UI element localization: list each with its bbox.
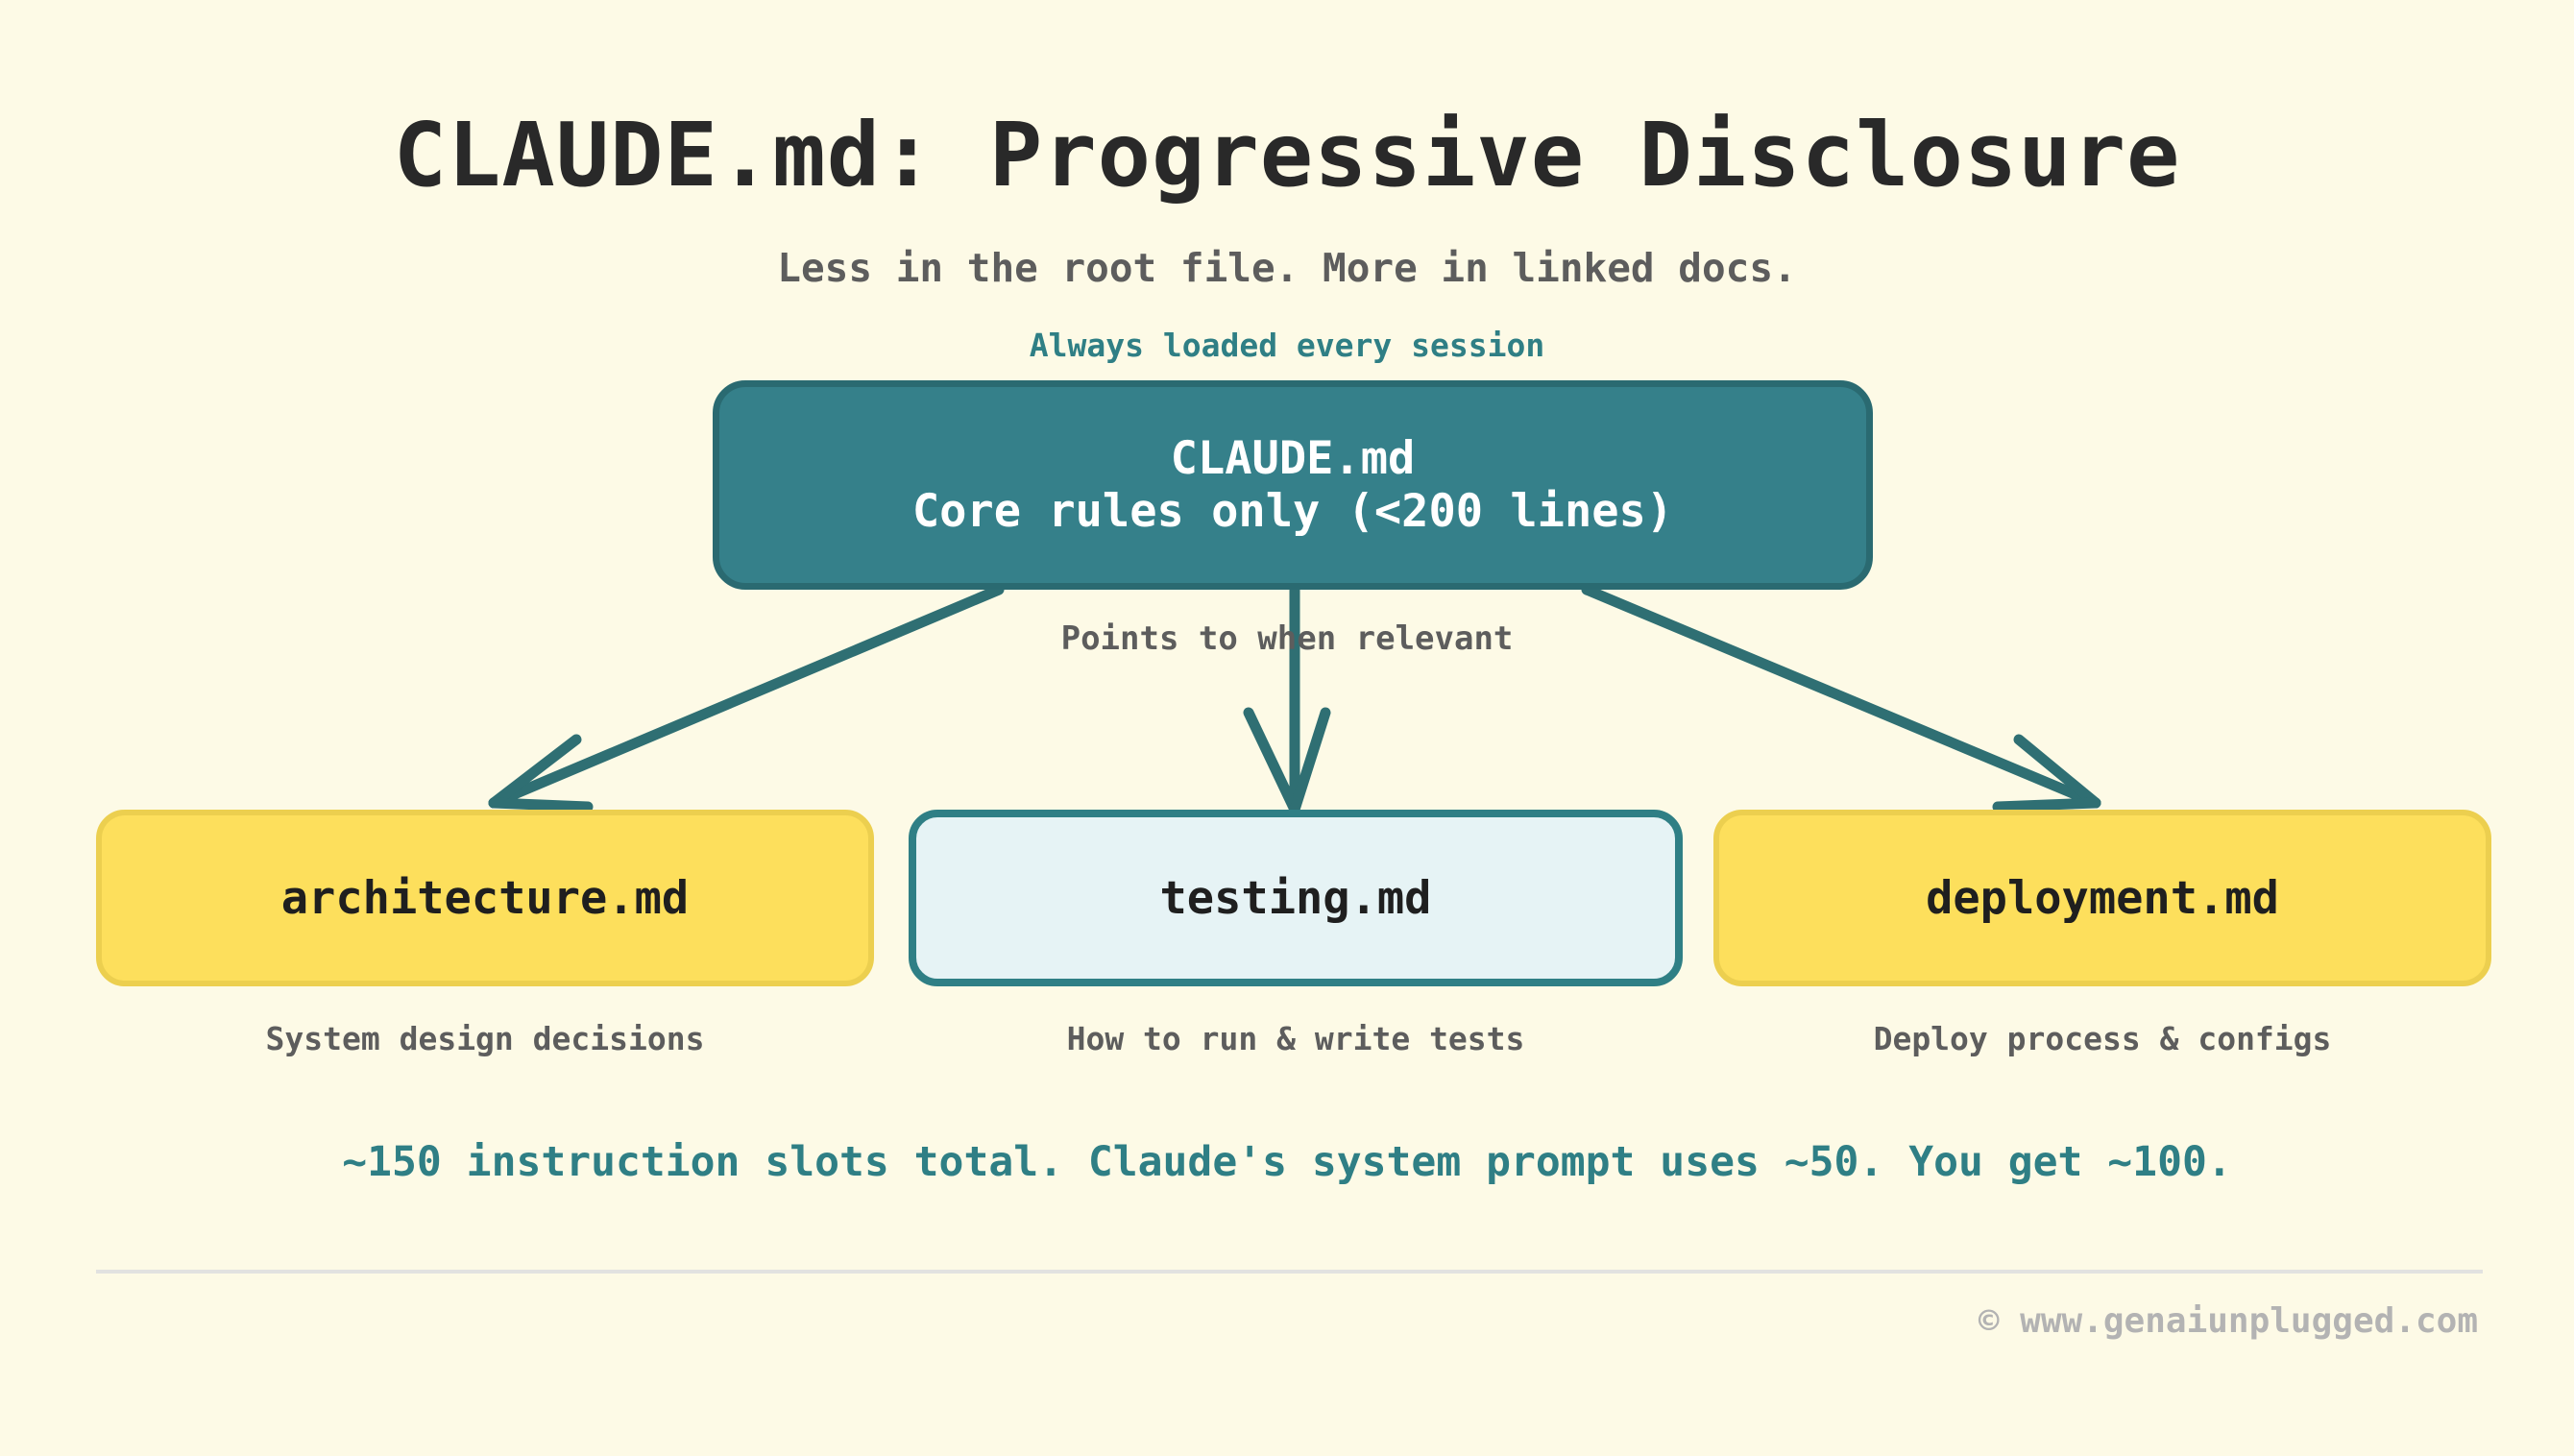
node-deployment-md[interactable]: deployment.md bbox=[1713, 810, 2491, 986]
page-title: CLAUDE.md: Progressive Disclosure bbox=[393, 104, 2181, 206]
node-deployment-md-label: deployment.md bbox=[1926, 871, 2279, 925]
node-claude-md-title: CLAUDE.md bbox=[1170, 431, 1416, 485]
footer-credit: © www.genaiunplugged.com bbox=[1978, 1301, 2478, 1341]
node-claude-md-detail: Core rules only (<200 lines) bbox=[911, 485, 1674, 538]
edge-label-points-to: Points to when relevant bbox=[1060, 619, 1514, 658]
node-architecture-md-label: architecture.md bbox=[280, 871, 690, 925]
caption-architecture-md: System design decisions bbox=[265, 1020, 705, 1057]
node-claude-md[interactable]: CLAUDE.md Core rules only (<200 lines) bbox=[713, 380, 1873, 590]
root-node-caption: Always loaded every session bbox=[1029, 327, 1545, 364]
footer-divider bbox=[96, 1270, 2483, 1274]
footnote-text: ~150 instruction slots total. Claude's s… bbox=[342, 1138, 2232, 1186]
caption-deployment-md: Deploy process & configs bbox=[1873, 1020, 2332, 1057]
node-architecture-md[interactable]: architecture.md bbox=[96, 810, 874, 986]
node-testing-md[interactable]: testing.md bbox=[909, 810, 1683, 986]
node-testing-md-label: testing.md bbox=[1159, 871, 1432, 925]
caption-testing-md: How to run & write tests bbox=[1066, 1020, 1525, 1057]
page-subtitle: Less in the root file. More in linked do… bbox=[777, 245, 1797, 291]
